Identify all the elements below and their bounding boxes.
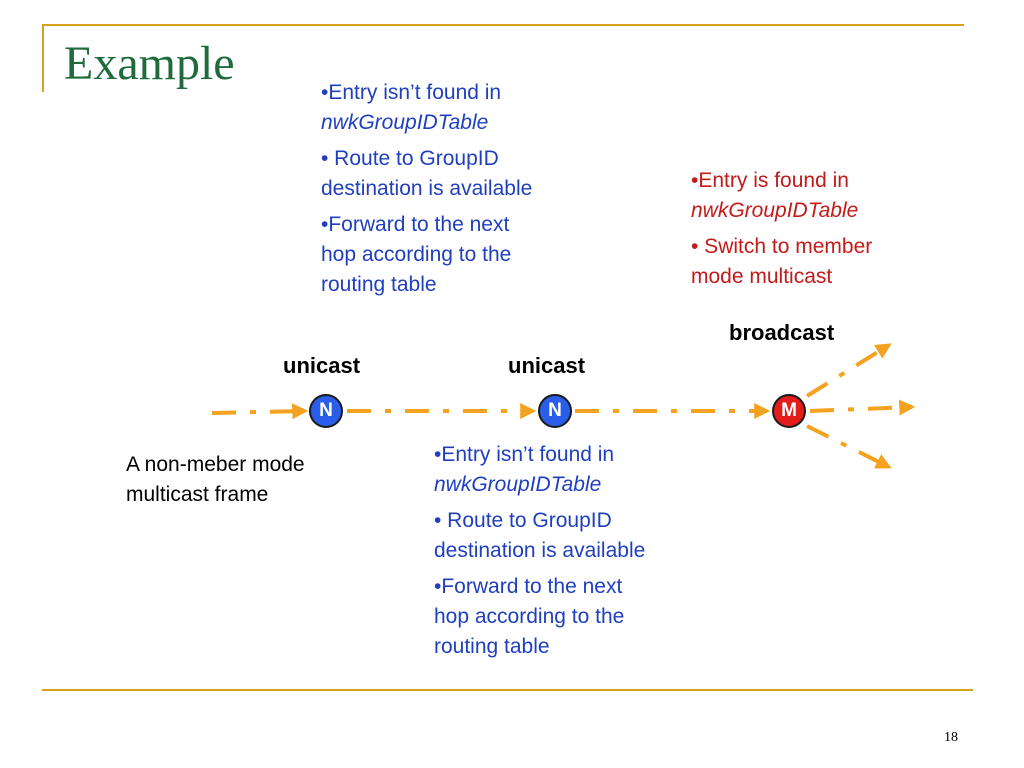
unicast-label-2: unicast xyxy=(508,353,586,378)
bottom-bullet-2: • Route to GroupID destination is availa… xyxy=(434,506,714,566)
top-left-bullet-2-line-1: • Route to GroupID xyxy=(321,147,499,170)
top-right-bullet-1: •Entry is found in nwkGroupIDTable xyxy=(691,166,951,226)
bottom-bullet-1: •Entry isn’t found in nwkGroupIDTable xyxy=(434,440,714,500)
frame-caption: A non-meber mode multicast frame xyxy=(126,450,366,510)
bottom-bullet-1-line-2: nwkGroupIDTable xyxy=(434,473,602,496)
top-left-bullet-3: •Forward to the next hop according to th… xyxy=(321,210,601,300)
non-member-node-1: N xyxy=(309,394,343,428)
top-left-bullet-1-line-1: •Entry isn’t found in xyxy=(321,81,502,104)
broadcast-arrow-right xyxy=(809,399,916,416)
slide-title: Example xyxy=(64,37,235,90)
frame-caption-line-2: multicast frame xyxy=(126,483,269,506)
top-right-bullet-1-line-2: nwkGroupIDTable xyxy=(691,199,859,222)
top-left-info-block: •Entry isn’t found in nwkGroupIDTable • … xyxy=(321,78,601,306)
bottom-info-block: •Entry isn’t found in nwkGroupIDTable • … xyxy=(434,440,714,668)
unicast-label-1: unicast xyxy=(283,353,361,378)
broadcast-arrow-up xyxy=(805,343,892,398)
frame-left-line xyxy=(42,24,44,92)
top-left-bullet-2-line-2: destination is available xyxy=(321,177,533,200)
broadcast-arrow-down xyxy=(806,424,892,469)
top-left-bullet-3-line-3: routing table xyxy=(321,273,437,296)
bottom-bullet-3: •Forward to the next hop according to th… xyxy=(434,572,714,662)
top-left-bullet-1-line-2: nwkGroupIDTable xyxy=(321,111,489,134)
frame-caption-line-1: A non-meber mode xyxy=(126,453,305,476)
frame-bottom-line xyxy=(42,689,973,691)
top-right-bullet-2-line-1: • Switch to member xyxy=(691,235,873,258)
top-right-bullet-1-line-1: •Entry is found in xyxy=(691,169,849,192)
bottom-bullet-3-line-3: routing table xyxy=(434,635,550,658)
top-left-bullet-3-line-1: •Forward to the next xyxy=(321,213,510,236)
top-left-bullet-2: • Route to GroupID destination is availa… xyxy=(321,144,601,204)
top-right-bullet-2: • Switch to member mode multicast xyxy=(691,232,951,292)
bottom-bullet-3-line-1: •Forward to the next xyxy=(434,575,623,598)
non-member-node-2: N xyxy=(538,394,572,428)
bottom-bullet-2-line-2: destination is available xyxy=(434,539,646,562)
top-right-bullet-2-line-2: mode multicast xyxy=(691,265,833,288)
top-left-bullet-3-line-2: hop according to the xyxy=(321,243,512,266)
page-number: 18 xyxy=(944,730,958,745)
broadcast-label: broadcast xyxy=(729,320,835,345)
bottom-bullet-2-line-1: • Route to GroupID xyxy=(434,509,612,532)
bottom-bullet-3-line-2: hop according to the xyxy=(434,605,625,628)
member-node: M xyxy=(772,394,806,428)
top-left-bullet-1: •Entry isn’t found in nwkGroupIDTable xyxy=(321,78,601,138)
incoming-arrow xyxy=(211,403,309,420)
top-right-info-block: •Entry is found in nwkGroupIDTable • Swi… xyxy=(691,166,951,298)
bottom-bullet-1-line-1: •Entry isn’t found in xyxy=(434,443,615,466)
frame-top-line xyxy=(44,24,964,26)
